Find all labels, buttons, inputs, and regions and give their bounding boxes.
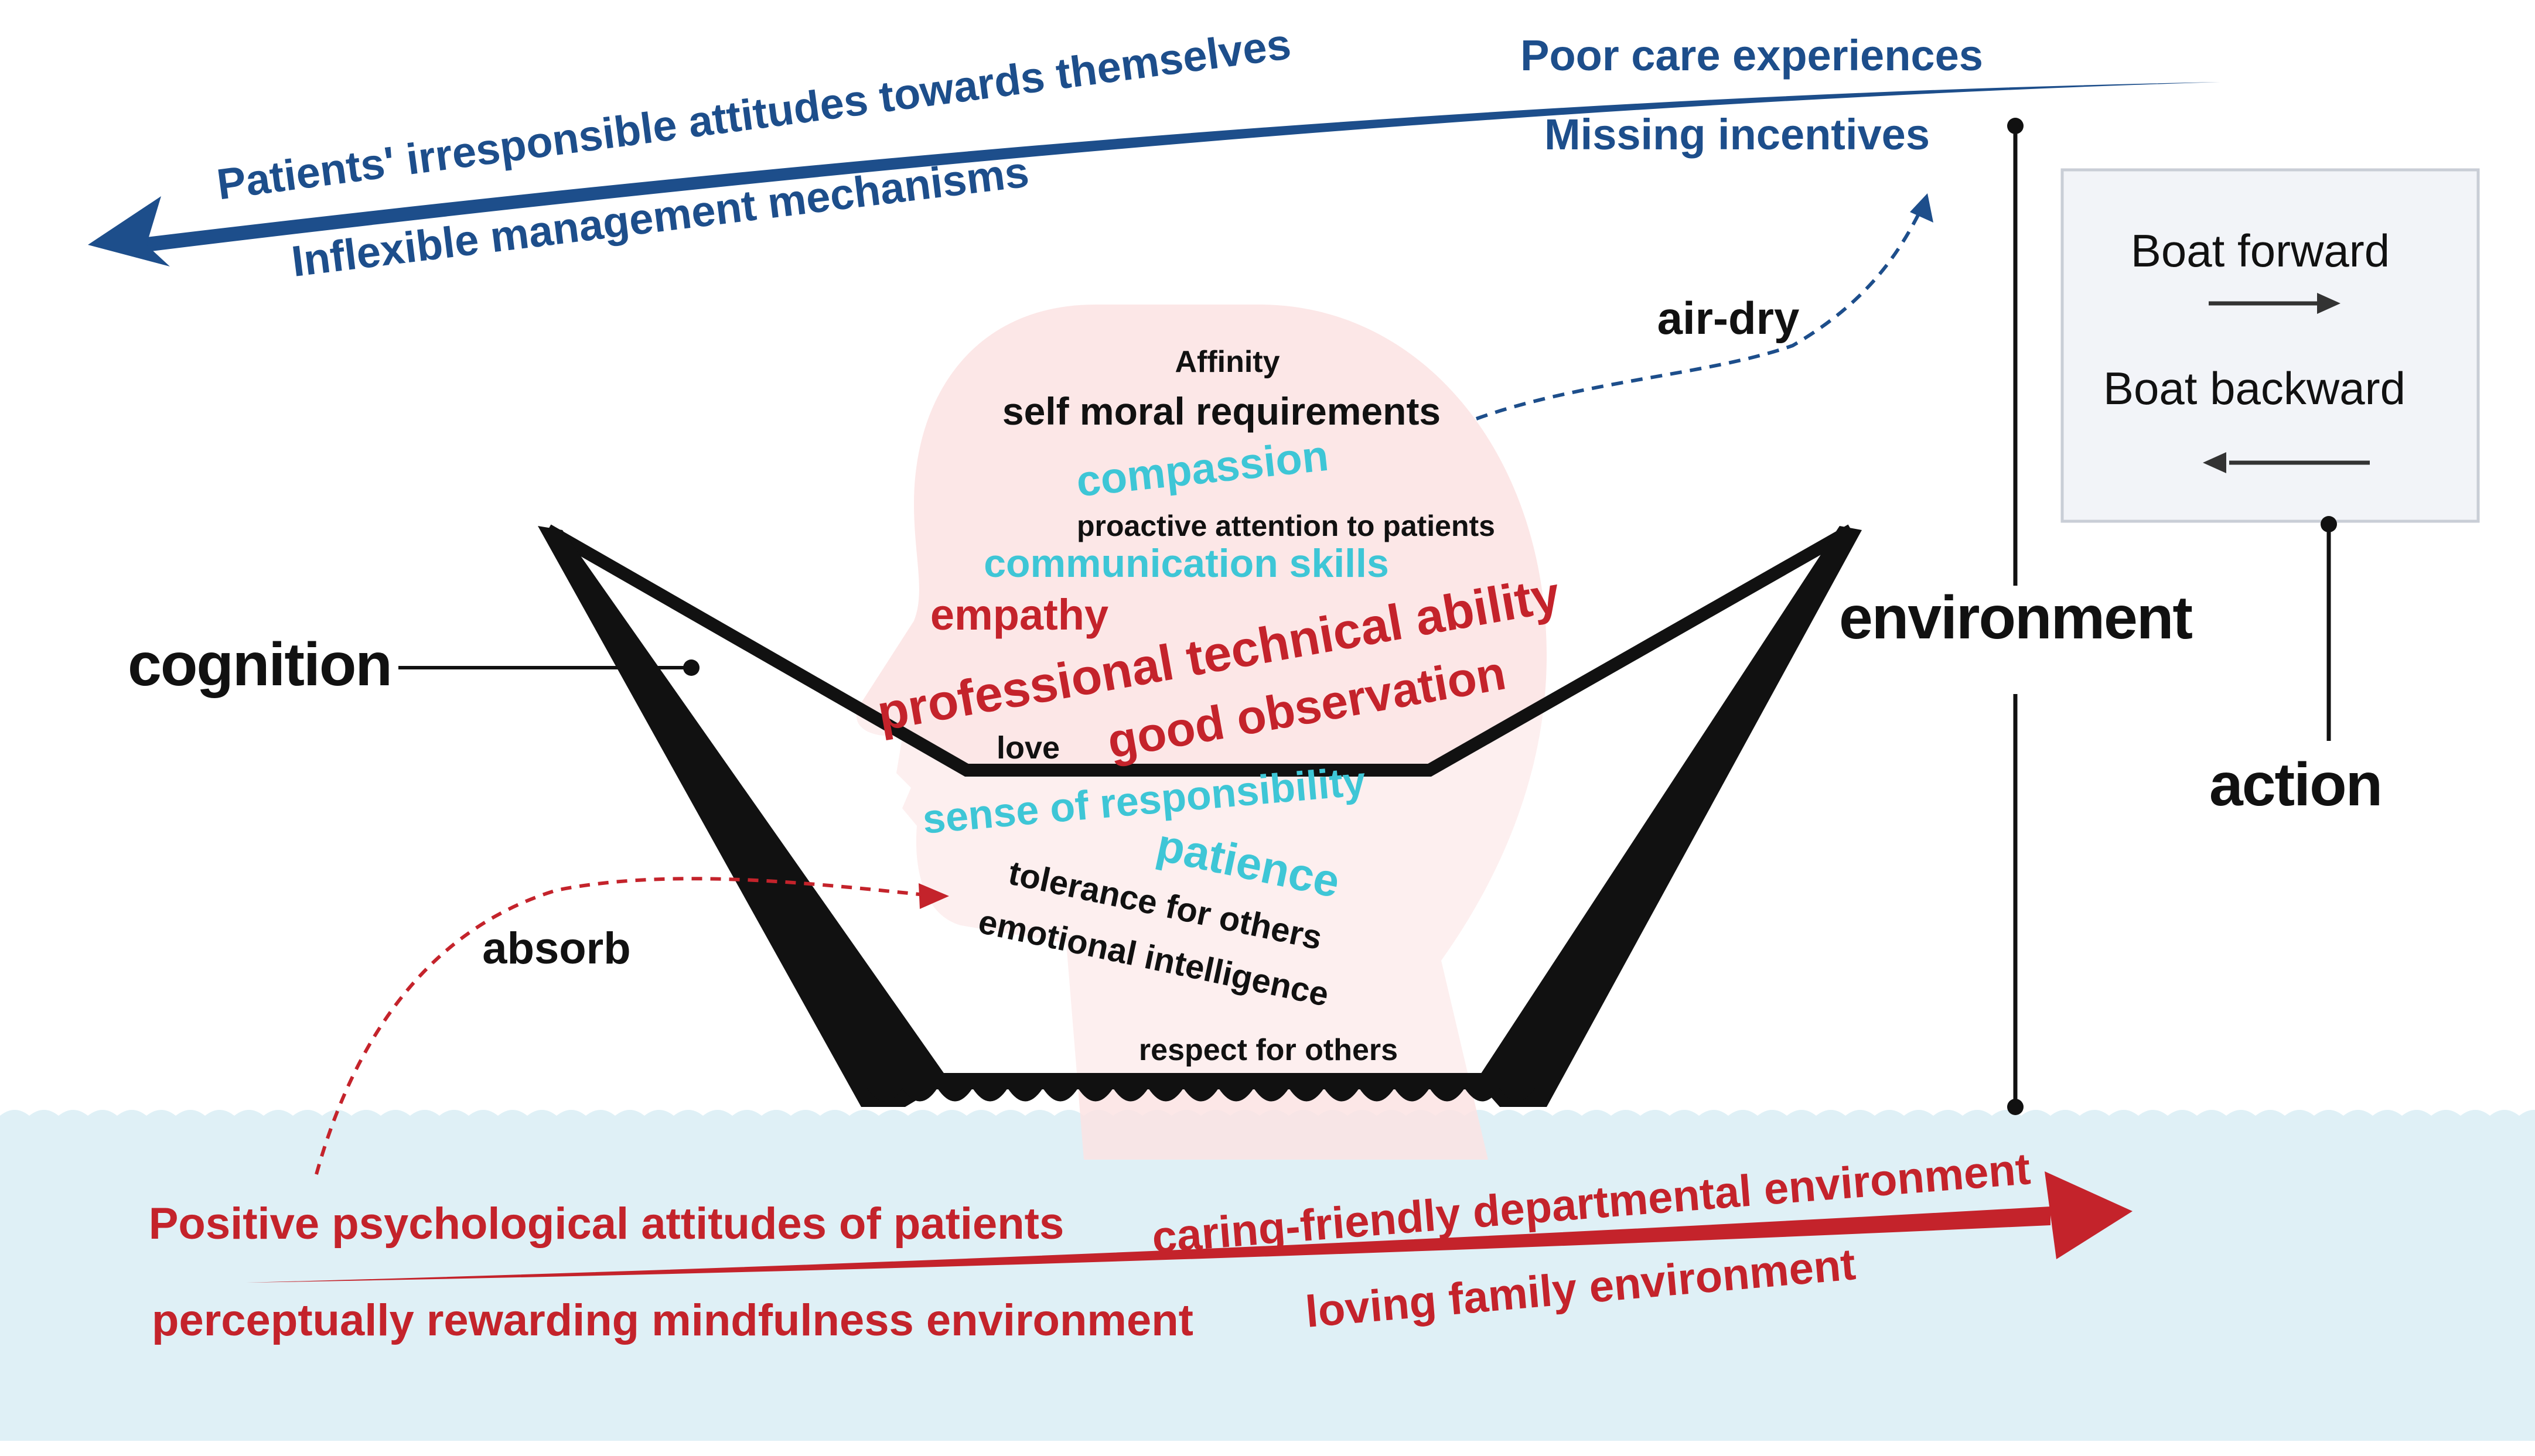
legend-forward-arrowhead <box>2317 293 2340 314</box>
word-communication-skills: communication skills <box>984 541 1389 586</box>
word-love: love <box>997 730 1060 765</box>
navy-arrowhead <box>88 196 170 266</box>
cognition-leader-dot <box>683 659 700 676</box>
legend-forward-label: Boat forward <box>2131 225 2390 276</box>
boat <box>538 524 1862 1107</box>
word-empathy: empathy <box>930 590 1108 639</box>
word-proactive-attention: proactive attention to patients <box>1077 510 1495 542</box>
legend-backward-label: Boat backward <box>2103 363 2406 414</box>
cognition-label: cognition <box>128 631 391 699</box>
water-surface <box>0 1110 2535 1441</box>
environment-label: environment <box>1839 584 2192 652</box>
word-self-moral-requirements: self moral requirements <box>1002 389 1441 433</box>
absorb-connector: absorb <box>315 877 949 1175</box>
head-silhouette <box>856 305 1547 1160</box>
boat-left-hull <box>538 526 949 1107</box>
negative-force-poor-care: Poor care experiences <box>1520 31 1983 80</box>
environment-bottom-dot <box>2007 1099 2024 1115</box>
direction-legend: Boat forward Boat backward <box>2060 168 2480 523</box>
legend-backward-arrowhead <box>2203 452 2226 473</box>
negative-force-missing-incentives: Missing incentives <box>1544 110 1930 159</box>
boat-right-hull <box>1476 526 1862 1107</box>
air-dry-label: air-dry <box>1657 292 1800 344</box>
absorb-arrowhead <box>919 883 949 909</box>
boat-scallops <box>867 1088 1535 1102</box>
air-dry-arrowhead <box>1910 193 1933 223</box>
word-affinity: Affinity <box>1175 345 1280 379</box>
positive-force-patients-attitudes: Positive psychological attitudes of pati… <box>149 1199 1065 1249</box>
negative-forces-arrow: Patients' irresponsible attitudes toward… <box>88 19 2220 286</box>
cognition-annotation: cognition <box>128 631 700 699</box>
legend-box <box>2060 168 2480 523</box>
environment-top-dot <box>2007 118 2024 134</box>
water <box>0 1110 2535 1441</box>
air-dry-dashed-arrow <box>1475 201 1926 421</box>
positive-force-mindfulness: perceptually rewarding mindfulness envir… <box>152 1296 1193 1345</box>
boat-gunwale <box>544 524 1855 777</box>
absorb-dashed-arrow <box>315 877 926 1175</box>
action-annotation: action <box>2209 516 2383 819</box>
air-dry-connector: air-dry <box>1475 193 1933 421</box>
boat-bottom <box>905 1073 1497 1089</box>
action-label: action <box>2209 751 2382 819</box>
red-arrowhead <box>2045 1171 2133 1259</box>
boat-inner <box>548 530 1851 1075</box>
environment-axis: environment <box>1839 118 2193 1115</box>
word-respect-for-others: respect for others <box>1139 1033 1398 1067</box>
absorb-label: absorb <box>482 924 630 973</box>
